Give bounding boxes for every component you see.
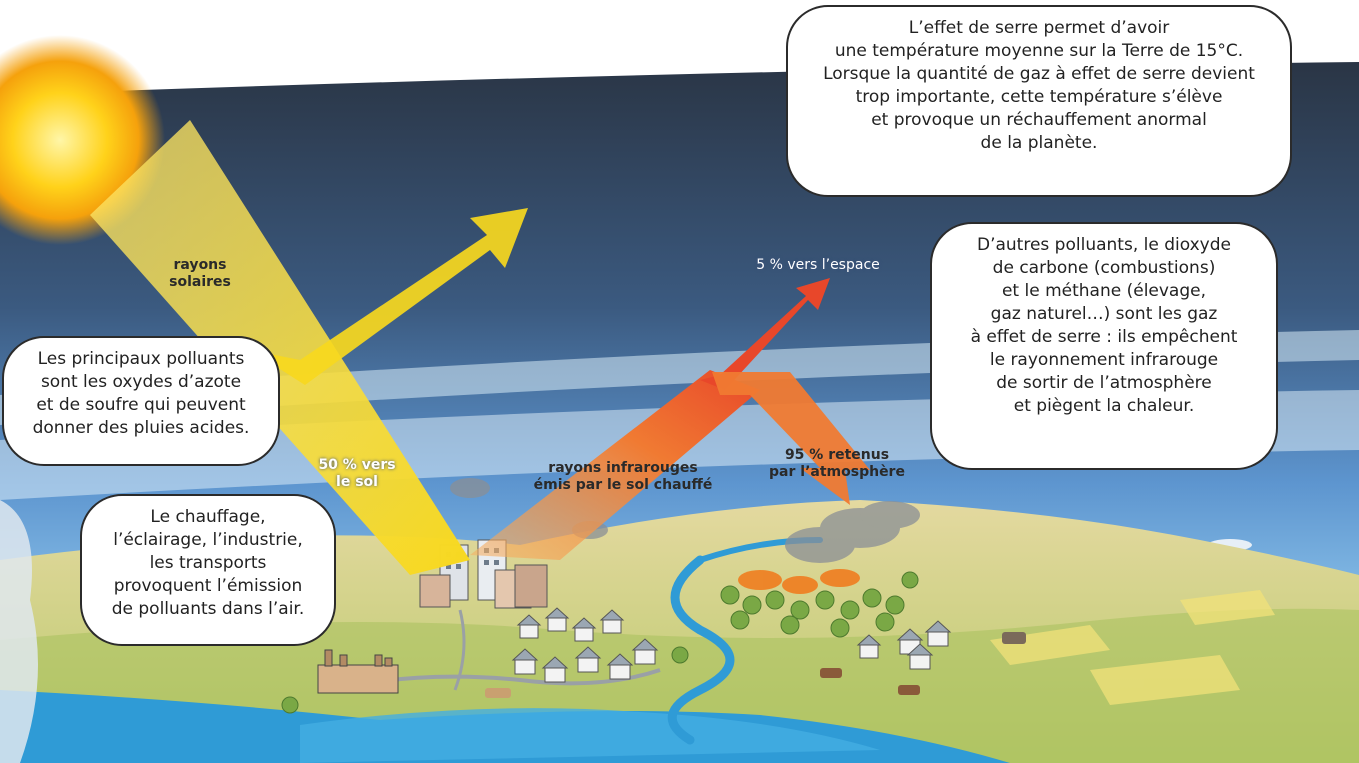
solar-ray-incoming	[90, 120, 470, 575]
to-space-label: 5 % vers l’espace	[756, 257, 880, 273]
village-houses	[511, 607, 952, 683]
infrared-retained-arrow	[712, 372, 870, 505]
greenhouse-effect-bubble: L’effet de serre permet d’avoir une temp…	[786, 5, 1292, 197]
greenhouse-gases-bubble: D’autres polluants, le dioxyde de carbon…	[930, 222, 1278, 470]
fire	[738, 569, 860, 594]
retained-label: 95 % retenus par l’atmosphère	[769, 447, 905, 480]
infrared-to-space-arrow	[700, 278, 830, 390]
road-branch	[453, 609, 466, 691]
infrared-rays-label: rayons infrarouges émis par le sol chauf…	[533, 460, 713, 493]
main-pollutants-bubble: Les principaux polluants sont les oxydes…	[2, 336, 280, 466]
factory	[317, 649, 399, 694]
field-patches	[990, 590, 1275, 705]
infrared-ray	[470, 370, 760, 560]
emission-sources-bubble: Le chauffage, l’éclairage, l’industrie, …	[80, 494, 336, 646]
river	[667, 555, 735, 745]
sea-shallow	[300, 708, 880, 763]
storm-cloud	[0, 500, 38, 763]
animals-vehicles	[485, 632, 1026, 698]
solar-rays-label: rayons solaires	[169, 257, 231, 290]
to-ground-label: 50 % vers le sol	[318, 457, 396, 490]
forest	[281, 569, 919, 714]
